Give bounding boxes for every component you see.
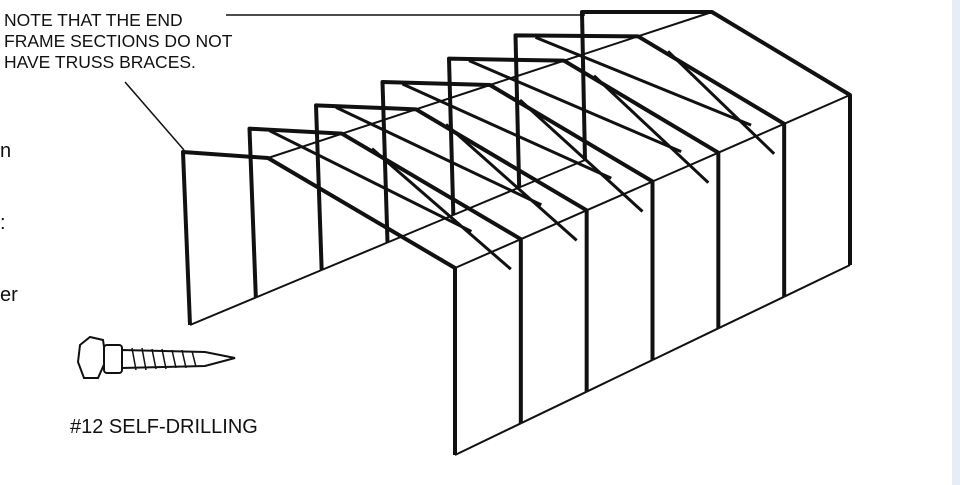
roof-purlin bbox=[267, 132, 343, 159]
roof-purlin bbox=[563, 35, 639, 62]
roof-purlin bbox=[341, 108, 417, 135]
screw-icon bbox=[76, 335, 236, 379]
frame-section bbox=[447, 56, 721, 329]
base-rail-left bbox=[255, 269, 323, 299]
truss-brace bbox=[592, 74, 710, 184]
scrollbar-edge[interactable] bbox=[952, 0, 960, 485]
roof-purlin bbox=[586, 180, 653, 212]
base-rail-right bbox=[586, 359, 653, 393]
base-rail-right bbox=[783, 264, 851, 298]
roof-purlin bbox=[637, 11, 713, 38]
roof-purlin bbox=[652, 151, 719, 183]
truss-brace bbox=[666, 50, 776, 155]
roof-purlin bbox=[783, 94, 851, 125]
callout-leader-bottom bbox=[124, 81, 185, 151]
base-rail-left bbox=[518, 159, 586, 189]
truss-brace bbox=[518, 98, 644, 213]
base-rail-right bbox=[652, 327, 719, 361]
roof-purlin bbox=[415, 84, 491, 111]
truss-brace bbox=[401, 82, 612, 180]
frame-section bbox=[380, 80, 655, 360]
roof-purlin bbox=[489, 59, 565, 86]
base-rail-right bbox=[454, 422, 522, 456]
base-rail-left bbox=[387, 214, 454, 244]
cut-off-text: : bbox=[0, 212, 6, 234]
truss-brace bbox=[335, 105, 542, 207]
roof-purlin bbox=[520, 209, 588, 241]
frame-section bbox=[314, 103, 589, 392]
roof-purlin bbox=[454, 238, 522, 269]
cut-off-text: n bbox=[0, 140, 12, 162]
base-rail-left bbox=[452, 186, 520, 216]
truss-brace bbox=[468, 59, 682, 154]
frame-section bbox=[181, 150, 457, 455]
frame-section bbox=[580, 10, 852, 265]
base-rail-left bbox=[321, 241, 388, 271]
cut-off-text: er bbox=[0, 284, 18, 306]
roof-purlin bbox=[717, 122, 785, 154]
base-rail-right bbox=[717, 295, 785, 330]
callout-line-2: FRAME SECTIONS DO NOT bbox=[4, 31, 233, 51]
truss-brace bbox=[371, 147, 512, 271]
frame-section bbox=[247, 126, 523, 424]
truss-brace bbox=[534, 35, 752, 127]
base-rail-right bbox=[520, 390, 588, 425]
callout-line-1: NOTE THAT THE END bbox=[4, 10, 183, 30]
callout-line-3: HAVE TRUSS BRACES. bbox=[4, 52, 196, 72]
frame-section bbox=[513, 33, 787, 297]
screw-label: #12 SELF-DRILLING bbox=[70, 416, 258, 438]
truss-brace bbox=[445, 123, 578, 242]
base-rail-left bbox=[189, 296, 257, 326]
truss-brace bbox=[268, 129, 473, 233]
